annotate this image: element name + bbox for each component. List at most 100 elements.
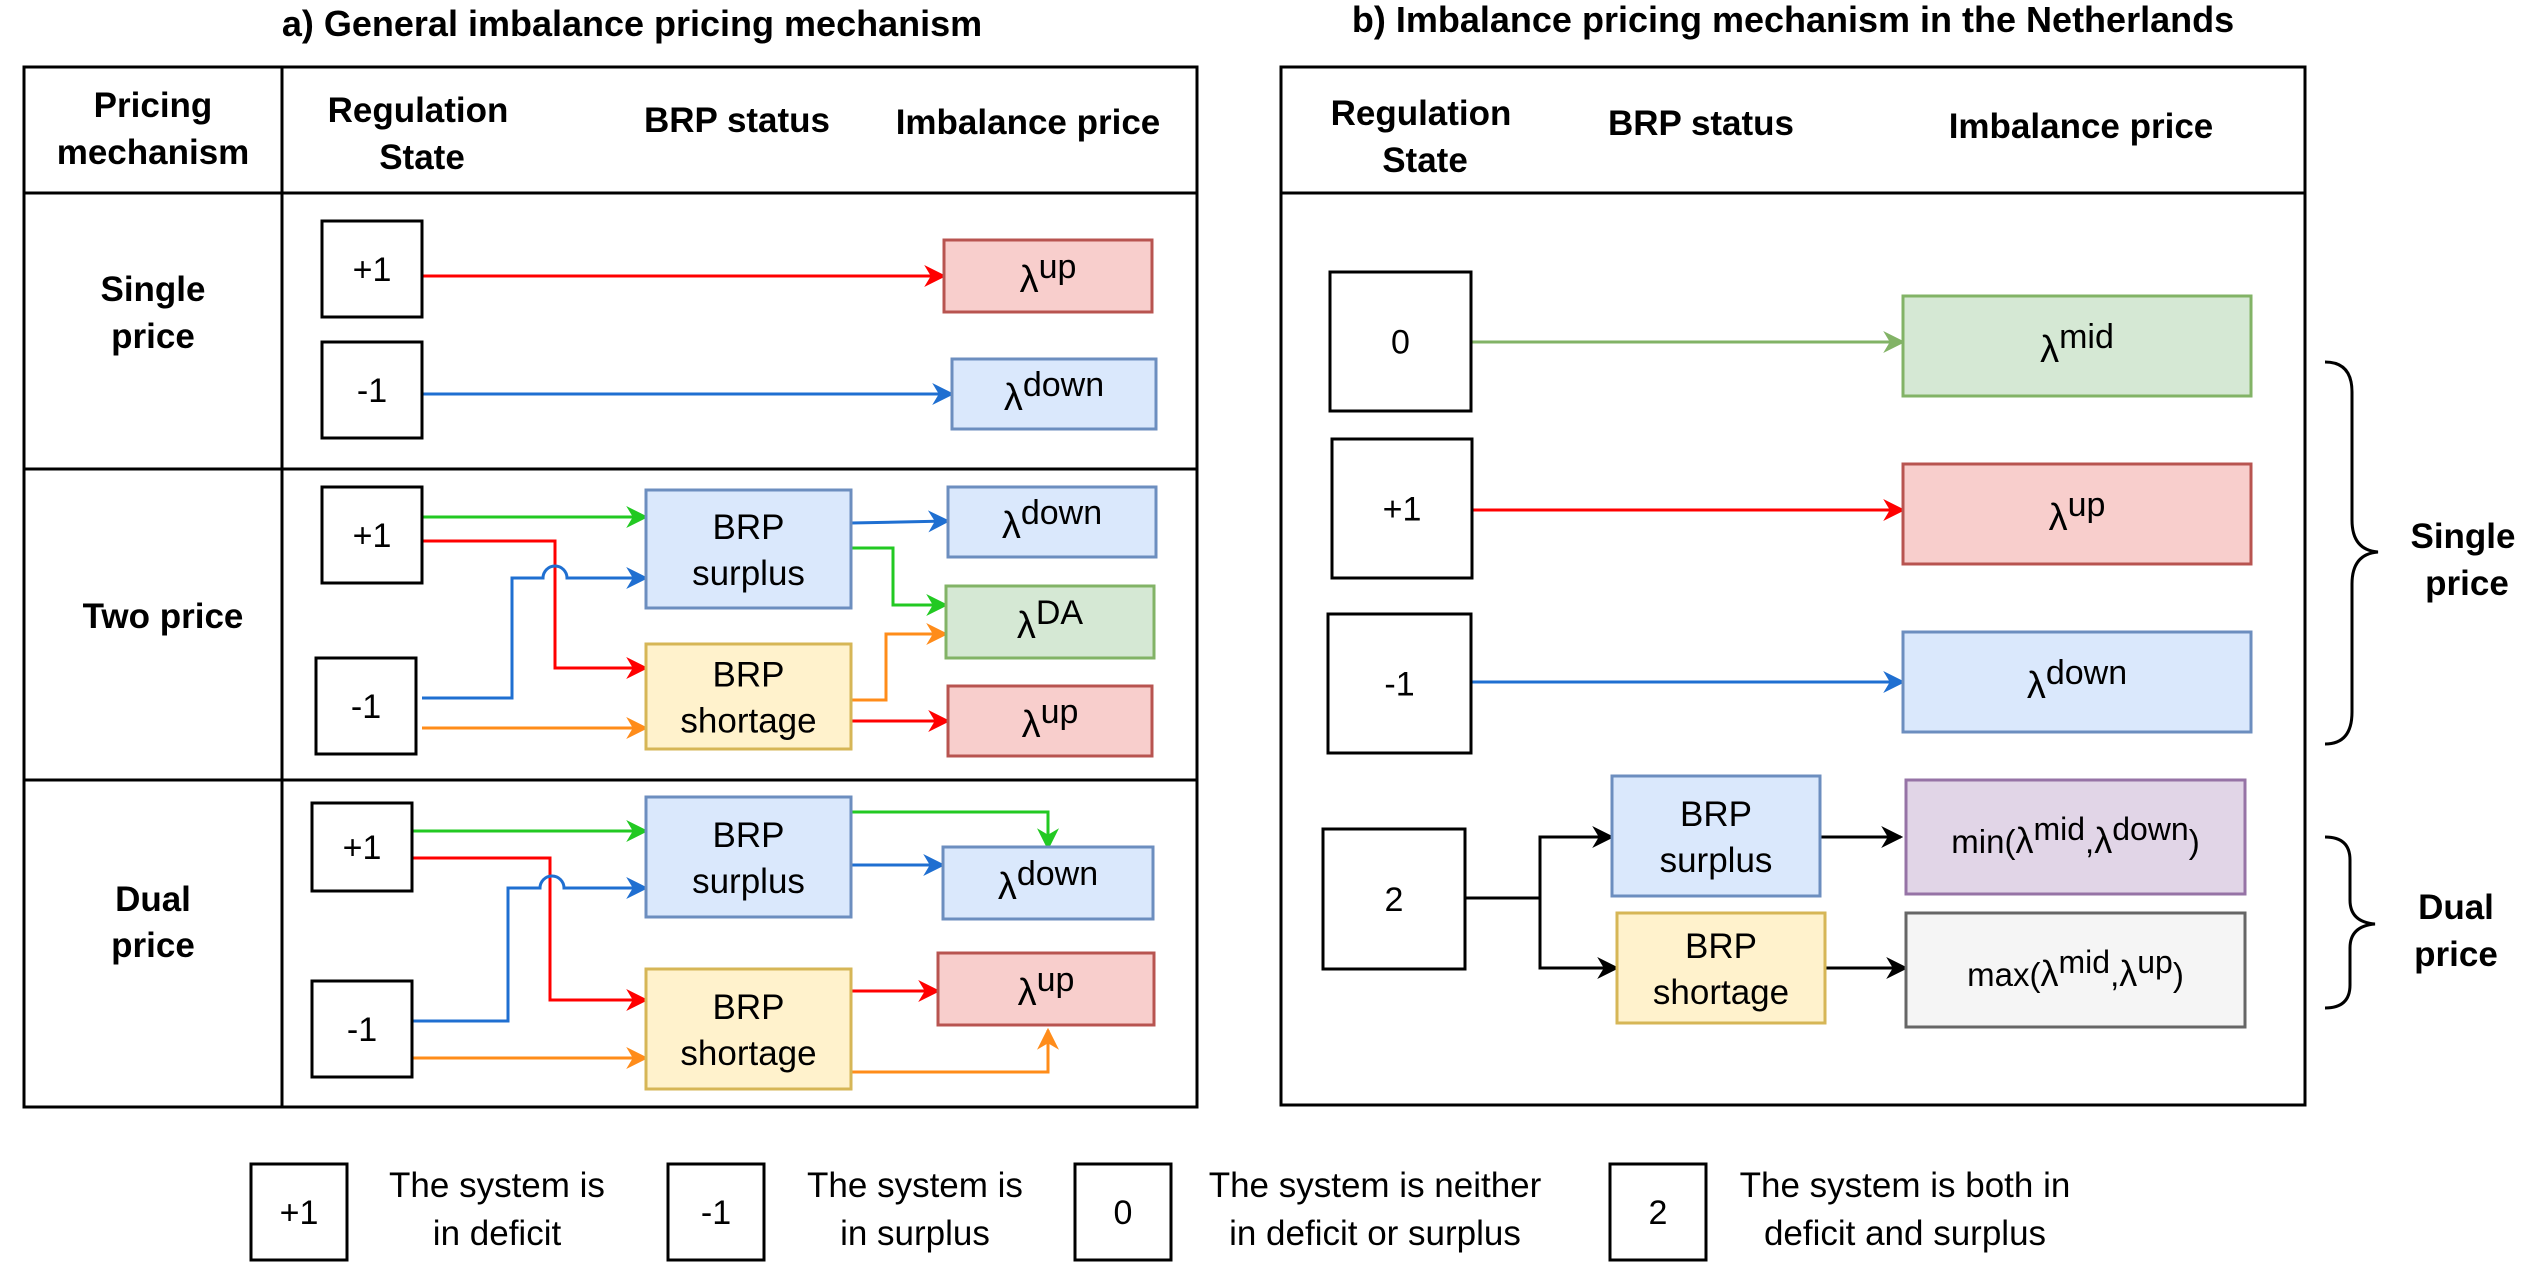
arrow-nl-two-split (1465, 826, 1615, 900)
brace-label-single-2: price (2425, 564, 2509, 603)
price-nl-mid: λmid (1901, 294, 2253, 398)
svg-text:0: 0 (1391, 324, 1410, 362)
brp-dual-shortage: BRP shortage (644, 967, 853, 1091)
state-two-minus1: -1 (314, 656, 418, 756)
price-nl-max: max(λmid,λup) (1904, 911, 2247, 1029)
legend: +1 The system is in deficit -1 The system is… (249, 1162, 2071, 1262)
svg-text:-1: -1 (357, 372, 387, 410)
state-nl-minus1: -1 (1326, 612, 1473, 755)
legend-item: +1 The system is in deficit (249, 1162, 605, 1262)
svg-text:+1: +1 (343, 829, 382, 867)
arrow-two-minus1-to-surplus-blue (422, 564, 649, 700)
legend-text-line1: The system is neither (1209, 1166, 1542, 1205)
arrow-dual-minus1-to-surplus-blue (412, 874, 649, 1023)
price-single-up: λup (942, 238, 1154, 314)
svg-text:BRP: BRP (1685, 927, 1757, 966)
arrow-dual-shortage-to-up-orange (851, 1027, 1059, 1074)
price-nl-up: λup (1901, 462, 2253, 566)
price-single-down: λdown (950, 357, 1158, 431)
legend-symbol-box (1073, 1162, 1173, 1262)
price-nl-down: λdown (1901, 630, 2253, 734)
legend-text-line1: The system is both in (1740, 1166, 2071, 1205)
row-label-single-1: Single (100, 270, 205, 309)
header-regulation-state-b-1: Regulation (1331, 94, 1512, 133)
svg-text:BRP: BRP (713, 816, 785, 855)
legend-text-line1: The system is (389, 1166, 605, 1205)
svg-text:λdown: λdown (2027, 654, 2127, 707)
brp-two-surplus: BRP surplus (644, 488, 853, 610)
row-label-dual-1: Dual (115, 880, 191, 919)
svg-text:shortage: shortage (680, 1034, 816, 1073)
legend-text-line2: in deficit or surplus (1229, 1214, 1521, 1253)
arrow-two-shortage-to-da (851, 623, 949, 702)
arrow-two-surplus-to-da (851, 546, 949, 616)
legend-symbol: 0 (1114, 1194, 1133, 1232)
svg-text:+1: +1 (1383, 491, 1422, 529)
row-label-dual-2: price (111, 926, 195, 965)
svg-text:BRP: BRP (713, 656, 785, 695)
legend-symbol-box (666, 1162, 766, 1262)
svg-text:+1: +1 (353, 251, 392, 289)
state-dual-minus1: -1 (310, 979, 414, 1079)
svg-text:BRP: BRP (713, 988, 785, 1027)
svg-text:λup: λup (1020, 248, 1077, 301)
header-regulation-state-a-2: State (379, 138, 465, 177)
svg-text:min(λmid,λdown): min(λmid,λdown) (1951, 811, 2199, 861)
legend-text-line2: in deficit (433, 1214, 562, 1253)
svg-text:λup: λup (1018, 961, 1075, 1014)
row-label-two: Two price (83, 597, 244, 636)
legend-symbol-box (1608, 1162, 1708, 1262)
legend-symbol: -1 (701, 1194, 731, 1232)
price-dual-up: λup (936, 951, 1156, 1027)
state-single-minus1: -1 (320, 340, 424, 440)
brace-label-dual-2: price (2414, 935, 2498, 974)
price-nl-min: min(λmid,λdown) (1904, 778, 2247, 896)
header-imbalance-price-b: Imbalance price (1949, 107, 2214, 146)
connector-layer (412, 265, 1909, 1074)
state-nl-plus1: +1 (1330, 437, 1474, 580)
state-nl-zero: 0 (1328, 270, 1473, 413)
svg-text:shortage: shortage (680, 702, 816, 741)
price-two-down: λdown (946, 485, 1158, 559)
svg-text:surplus: surplus (1660, 841, 1773, 880)
state-nl-two: 2 (1321, 827, 1467, 971)
svg-text:surplus: surplus (692, 862, 805, 901)
legend-text-line2: in surplus (840, 1214, 990, 1253)
svg-text:-1: -1 (1384, 666, 1414, 704)
arrow-dual-surplus-to-down-green (851, 810, 1059, 851)
brace-single-price (2324, 360, 2379, 746)
header-imbalance-price-a: Imbalance price (896, 103, 1161, 142)
header-pricing-mechanism-2: mechanism (57, 133, 250, 172)
panel-a-table (22, 65, 1199, 1109)
brp-nl-shortage: BRP shortage (1615, 911, 1827, 1025)
legend-symbol: +1 (280, 1194, 319, 1232)
svg-text:λmid: λmid (2040, 318, 2114, 371)
row-label-single-2: price (111, 317, 195, 356)
panel-b-table (1279, 65, 2307, 1107)
svg-text:-1: -1 (351, 688, 381, 726)
header-regulation-state-a-1: Regulation (328, 91, 509, 130)
svg-text:BRP: BRP (1680, 795, 1752, 834)
svg-text:λup: λup (1022, 693, 1079, 746)
brp-nl-surplus: BRP surplus (1610, 774, 1822, 898)
arrow-two-surplus-to-down (850, 510, 951, 533)
legend-item: 0 The system is neither in deficit or surp… (1073, 1162, 1542, 1262)
legend-text-line1: The system is (807, 1166, 1023, 1205)
panel-b-title: b) Imbalance pricing mechanism in the Ne… (1352, 0, 2234, 40)
svg-text:-1: -1 (347, 1011, 377, 1049)
state-dual-plus1: +1 (310, 801, 414, 893)
brp-two-shortage: BRP shortage (644, 642, 853, 751)
price-dual-down: λdown (941, 845, 1155, 921)
brace-label-dual-1: Dual (2418, 888, 2494, 927)
legend-item: -1 The system is in surplus (666, 1162, 1023, 1262)
svg-text:λdown: λdown (1002, 494, 1102, 547)
svg-text:λdown: λdown (1004, 366, 1104, 419)
svg-text:shortage: shortage (1653, 973, 1789, 1012)
svg-text:λup: λup (2049, 486, 2106, 539)
svg-text:BRP: BRP (713, 508, 785, 547)
svg-text:surplus: surplus (692, 554, 805, 593)
arrow-nl-two-to-shortage (1538, 898, 1620, 979)
